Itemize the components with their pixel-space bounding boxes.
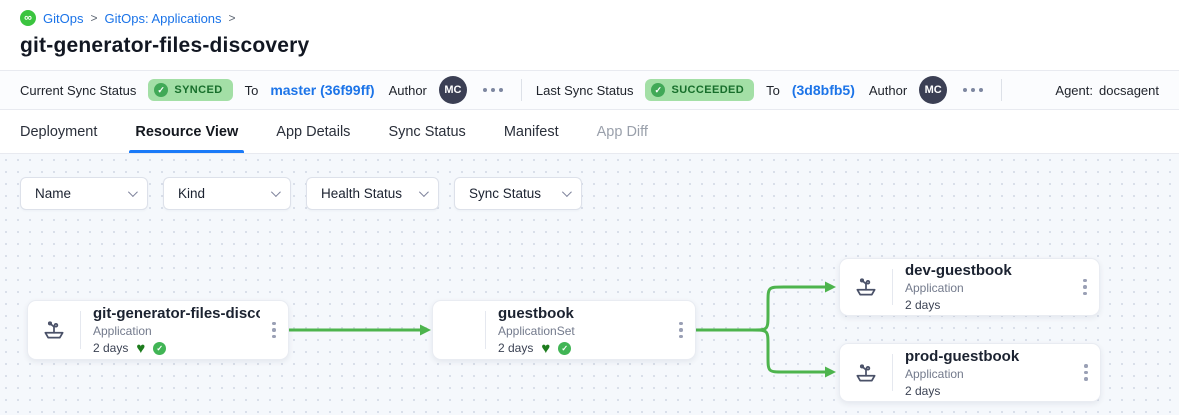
last-sync-badge: ✓ SUCCEEDED: [645, 79, 755, 101]
graph-node-guestbook[interactable]: guestbook ApplicationSet 2 days ♥ ✓: [432, 300, 696, 360]
tab-manifest[interactable]: Manifest: [503, 123, 559, 140]
more-actions-icon[interactable]: [959, 84, 987, 96]
divider: [80, 311, 81, 349]
node-body: prod-guestbook Application 2 days: [893, 344, 1072, 401]
author-avatar[interactable]: MC: [438, 76, 467, 104]
breadcrumb-gitops[interactable]: GitOps: [43, 10, 84, 26]
node-body: guestbook ApplicationSet 2 days ♥ ✓: [486, 301, 667, 359]
node-menu-icon[interactable]: [260, 301, 288, 359]
agent-value: docsagent: [1099, 82, 1159, 98]
node-age: 2 days ♥ ✓: [93, 341, 256, 356]
divider: [892, 269, 893, 305]
tab-app-details[interactable]: App Details: [276, 123, 351, 140]
node-menu-icon[interactable]: [667, 301, 695, 359]
node-title: prod-guestbook: [905, 347, 1020, 365]
author-avatar[interactable]: MC: [919, 76, 948, 104]
gitops-logo-icon: ∞: [20, 10, 36, 26]
node-kind: Application: [905, 366, 964, 381]
node-kind: ApplicationSet: [498, 323, 575, 338]
tab-app-diff: App Diff: [596, 123, 648, 140]
divider: [520, 79, 522, 101]
last-sync-label: Last Sync Status: [535, 82, 634, 98]
node-kind: Application: [905, 281, 964, 295]
graph-node-dev-guestbook[interactable]: dev-guestbook Application 2 days: [839, 258, 1100, 316]
breadcrumb-separator: >: [228, 11, 236, 25]
chevron-down-icon: [418, 187, 429, 198]
node-age: 2 days: [905, 383, 941, 398]
filter-name[interactable]: Name: [20, 177, 148, 210]
node-age: 2 days ♥ ✓: [498, 341, 663, 356]
current-author-group: Author MC: [389, 76, 507, 104]
node-body: git-generator-files-disco... Application…: [81, 301, 260, 359]
tab-sync-status[interactable]: Sync Status: [388, 123, 466, 140]
argo-application-icon: [840, 344, 892, 401]
tab-bar: Deployment Resource View App Details Syn…: [0, 110, 1179, 154]
author-label: Author: [388, 82, 427, 98]
current-sync-label: Current Sync Status: [20, 82, 137, 98]
node-menu-icon[interactable]: [1072, 344, 1100, 401]
graph-edges: [287, 281, 836, 378]
argo-application-icon: [28, 301, 80, 359]
agent-group: Agent: docsagent: [1055, 83, 1159, 98]
page-header: ∞ GitOps > GitOps: Applications > git-ge…: [0, 0, 1179, 70]
node-title: dev-guestbook: [905, 262, 1012, 279]
last-author-group: Author MC: [869, 76, 987, 104]
current-to-label: To: [244, 82, 259, 98]
chevron-down-icon: [561, 187, 572, 198]
breadcrumb-separator: >: [90, 11, 98, 25]
filter-kind[interactable]: Kind: [163, 177, 291, 210]
agent-label: Agent:: [1055, 82, 1093, 98]
chevron-down-icon: [127, 187, 138, 198]
divider: [485, 311, 486, 349]
last-to-label: To: [766, 82, 780, 98]
check-circle-icon: ✓: [154, 83, 169, 97]
author-label: Author: [868, 82, 908, 98]
node-title: guestbook: [498, 304, 574, 322]
chevron-down-icon: [270, 187, 281, 198]
current-sync-group: Current Sync Status ✓ SYNCED To master (…: [20, 79, 375, 101]
health-heart-icon: ♥: [541, 339, 551, 357]
breadcrumb: ∞ GitOps > GitOps: Applications >: [20, 10, 1159, 26]
graph-node-git-generator[interactable]: git-generator-files-disco... Application…: [27, 300, 289, 360]
synced-check-icon: ✓: [558, 341, 572, 355]
synced-check-icon: ✓: [153, 341, 167, 355]
node-menu-icon[interactable]: [1071, 259, 1099, 315]
graph-node-prod-guestbook[interactable]: prod-guestbook Application 2 days: [839, 343, 1101, 402]
node-age: 2 days: [905, 298, 941, 312]
tab-deployment[interactable]: Deployment: [20, 123, 98, 140]
current-sync-badge: ✓ SYNCED: [148, 79, 233, 101]
node-body: dev-guestbook Application 2 days: [893, 259, 1071, 315]
divider: [1001, 79, 1003, 101]
filter-sync-status[interactable]: Sync Status: [454, 177, 582, 210]
resource-graph: Name Kind Health Status Sync Status git-…: [0, 154, 1179, 415]
argo-application-icon: [840, 259, 892, 315]
last-revision-link[interactable]: (3d8bfb5): [791, 82, 855, 98]
graph-filters: Name Kind Health Status Sync Status: [20, 177, 582, 210]
last-sync-group: Last Sync Status ✓ SUCCEEDED To (3d8bfb5…: [536, 79, 855, 101]
tab-resource-view[interactable]: Resource View: [129, 110, 245, 153]
node-title: git-generator-files-disco...: [93, 304, 260, 322]
divider: [892, 354, 893, 391]
health-heart-icon: ♥: [136, 339, 146, 357]
filter-health-status[interactable]: Health Status: [306, 177, 439, 210]
sync-status-bar: Current Sync Status ✓ SYNCED To master (…: [0, 70, 1179, 110]
more-actions-icon[interactable]: [479, 84, 507, 96]
current-revision-link[interactable]: master (36f99ff): [270, 82, 375, 98]
page-title: git-generator-files-discovery: [20, 34, 310, 57]
node-icon-empty: [433, 301, 485, 359]
breadcrumb-applications[interactable]: GitOps: Applications: [104, 10, 222, 26]
check-circle-icon: ✓: [651, 83, 666, 97]
node-kind: Application: [93, 323, 152, 338]
